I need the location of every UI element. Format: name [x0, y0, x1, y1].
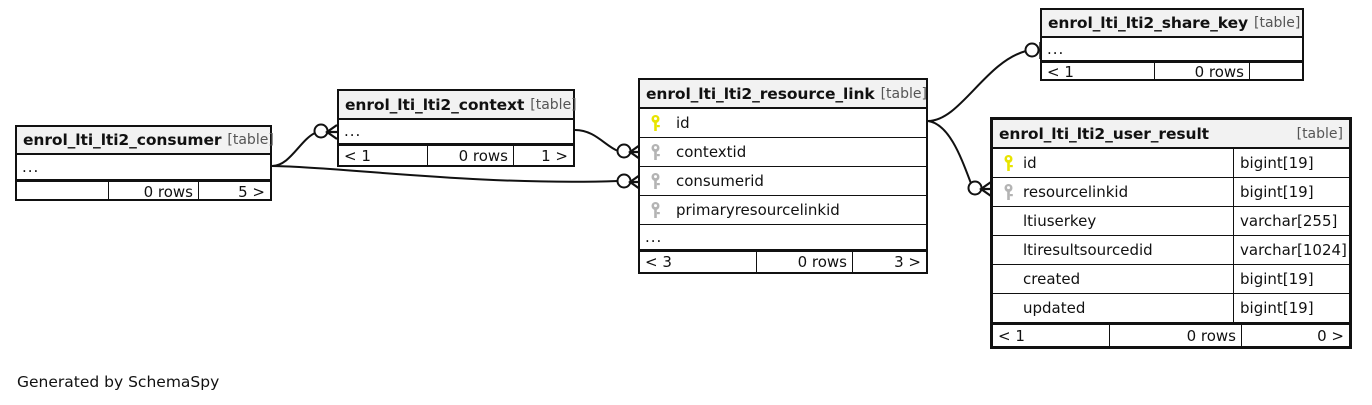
edge-consumer-context [271, 132, 316, 167]
table-row[interactable]: created bigint[19] [993, 265, 1349, 294]
column-name: id [676, 114, 690, 132]
table-name: enrol_lti_lti2_resource_link [646, 84, 875, 103]
table-ellipsis-row: ... [339, 120, 573, 144]
primary-key-icon [640, 114, 670, 132]
column-name: id [1023, 154, 1037, 172]
footer-parents: < 1 [1047, 63, 1074, 81]
table-row[interactable]: id [640, 109, 926, 138]
edge-consumer-resourcelink [271, 165, 619, 183]
table-name: enrol_lti_lti2_share_key [1048, 14, 1248, 32]
footer-parents: < 1 [344, 146, 371, 165]
footer-children: 3 > [852, 252, 926, 272]
table-row[interactable]: primaryresourcelinkid [640, 196, 926, 225]
table-name: enrol_lti_lti2_user_result [999, 124, 1209, 143]
column-type: bigint[19] [1233, 265, 1349, 293]
column-name: ltiuserkey [1023, 212, 1097, 230]
table-footer: < 1 0 rows 0 > [993, 323, 1349, 346]
table-ellipsis-row: ... [17, 155, 270, 180]
ellipsis-label: ... [22, 157, 40, 176]
table-name: enrol_lti_lti2_context [345, 95, 525, 114]
column-type: varchar[1024] [1233, 236, 1349, 264]
footer-children: 1 > [513, 146, 573, 165]
footer-children [1249, 63, 1302, 81]
footer-children: 0 > [1241, 325, 1349, 346]
primary-key-icon [993, 154, 1023, 172]
footer-rowcount: 0 rows [427, 146, 513, 165]
edge-endpoint-markers [313, 42, 1043, 197]
table-row[interactable]: ltiresultsourcedid varchar[1024] [993, 236, 1349, 265]
footer-parents: < 3 [645, 253, 672, 271]
edge-context-resourcelink [574, 129, 619, 152]
footer-rowcount: 0 rows [108, 182, 198, 201]
table-footer: < 3 0 rows 3 > [640, 250, 926, 272]
foreign-key-icon [640, 172, 670, 190]
table-footer: < 1 0 rows [1042, 61, 1302, 81]
edge-resourcelink-sharekey [927, 50, 1027, 122]
footer-children: 5 > [198, 182, 270, 201]
column-name: created [1023, 270, 1081, 288]
table-row[interactable]: id bigint[19] [993, 149, 1349, 178]
column-name: primaryresourcelinkid [676, 201, 840, 219]
table-enrol_lti_lti2_resource_link[interactable]: enrol_lti_lti2_resource_link [table] id … [638, 78, 928, 274]
footer-rowcount: 0 rows [1109, 325, 1241, 346]
column-name: consumerid [676, 172, 764, 190]
table-kind: [table] [530, 96, 577, 113]
column-name: ltiresultsourcedid [1023, 241, 1153, 259]
ellipsis-label: ... [344, 122, 362, 140]
table-name: enrol_lti_lti2_consumer [23, 131, 222, 149]
foreign-key-icon [640, 143, 670, 161]
table-row[interactable]: ltiuserkey varchar[255] [993, 207, 1349, 236]
table-enrol_lti_lti2_share_key[interactable]: enrol_lti_lti2_share_key [table] ... < 1… [1040, 8, 1304, 81]
table-row[interactable]: resourcelinkid bigint[19] [993, 178, 1349, 207]
column-name: contextid [676, 143, 747, 161]
column-type: bigint[19] [1233, 149, 1349, 177]
table-header: enrol_lti_lti2_context [table] [339, 91, 577, 120]
table-ellipsis-row: ... [640, 225, 926, 250]
table-row[interactable]: updated bigint[19] [993, 294, 1349, 323]
table-ellipsis-row: ... [1042, 38, 1302, 61]
column-name: resourcelinkid [1023, 183, 1129, 201]
table-row[interactable]: consumerid [640, 167, 926, 196]
table-header: enrol_lti_lti2_consumer [table] [17, 127, 274, 155]
table-header: enrol_lti_lti2_resource_link [table] [640, 80, 927, 109]
column-type: bigint[19] [1233, 294, 1349, 322]
table-kind: [table] [1254, 15, 1301, 31]
foreign-key-icon [640, 201, 670, 219]
table-enrol_lti_lti2_user_result[interactable]: enrol_lti_lti2_user_result [table] id bi… [990, 117, 1352, 349]
table-kind: [table] [227, 132, 274, 148]
edge-resourcelink-userresult [927, 120, 973, 187]
table-kind: [table] [1296, 125, 1343, 142]
footer-parents [17, 182, 108, 201]
table-enrol_lti_lti2_consumer[interactable]: enrol_lti_lti2_consumer [table] ... 0 ro… [15, 125, 274, 201]
table-header: enrol_lti_lti2_user_result [table] [993, 120, 1349, 149]
generated-by-credit: Generated by SchemaSpy [17, 373, 220, 391]
foreign-key-icon [993, 183, 1023, 201]
footer-parents: < 1 [998, 326, 1025, 345]
column-type: varchar[255] [1233, 207, 1349, 235]
column-name: updated [1023, 299, 1086, 317]
table-kind: [table] [880, 85, 927, 102]
table-enrol_lti_lti2_context[interactable]: enrol_lti_lti2_context [table] ... < 1 0… [337, 89, 577, 167]
ellipsis-label: ... [1047, 39, 1065, 58]
ellipsis-label: ... [645, 227, 663, 246]
footer-rowcount: 0 rows [756, 252, 852, 272]
table-footer: < 1 0 rows 1 > [339, 144, 573, 165]
table-footer: 0 rows 5 > [17, 180, 270, 201]
table-header: enrol_lti_lti2_share_key [table] [1042, 10, 1302, 38]
footer-rowcount: 0 rows [1154, 63, 1249, 81]
table-row[interactable]: contextid [640, 138, 926, 167]
column-type: bigint[19] [1233, 178, 1349, 206]
